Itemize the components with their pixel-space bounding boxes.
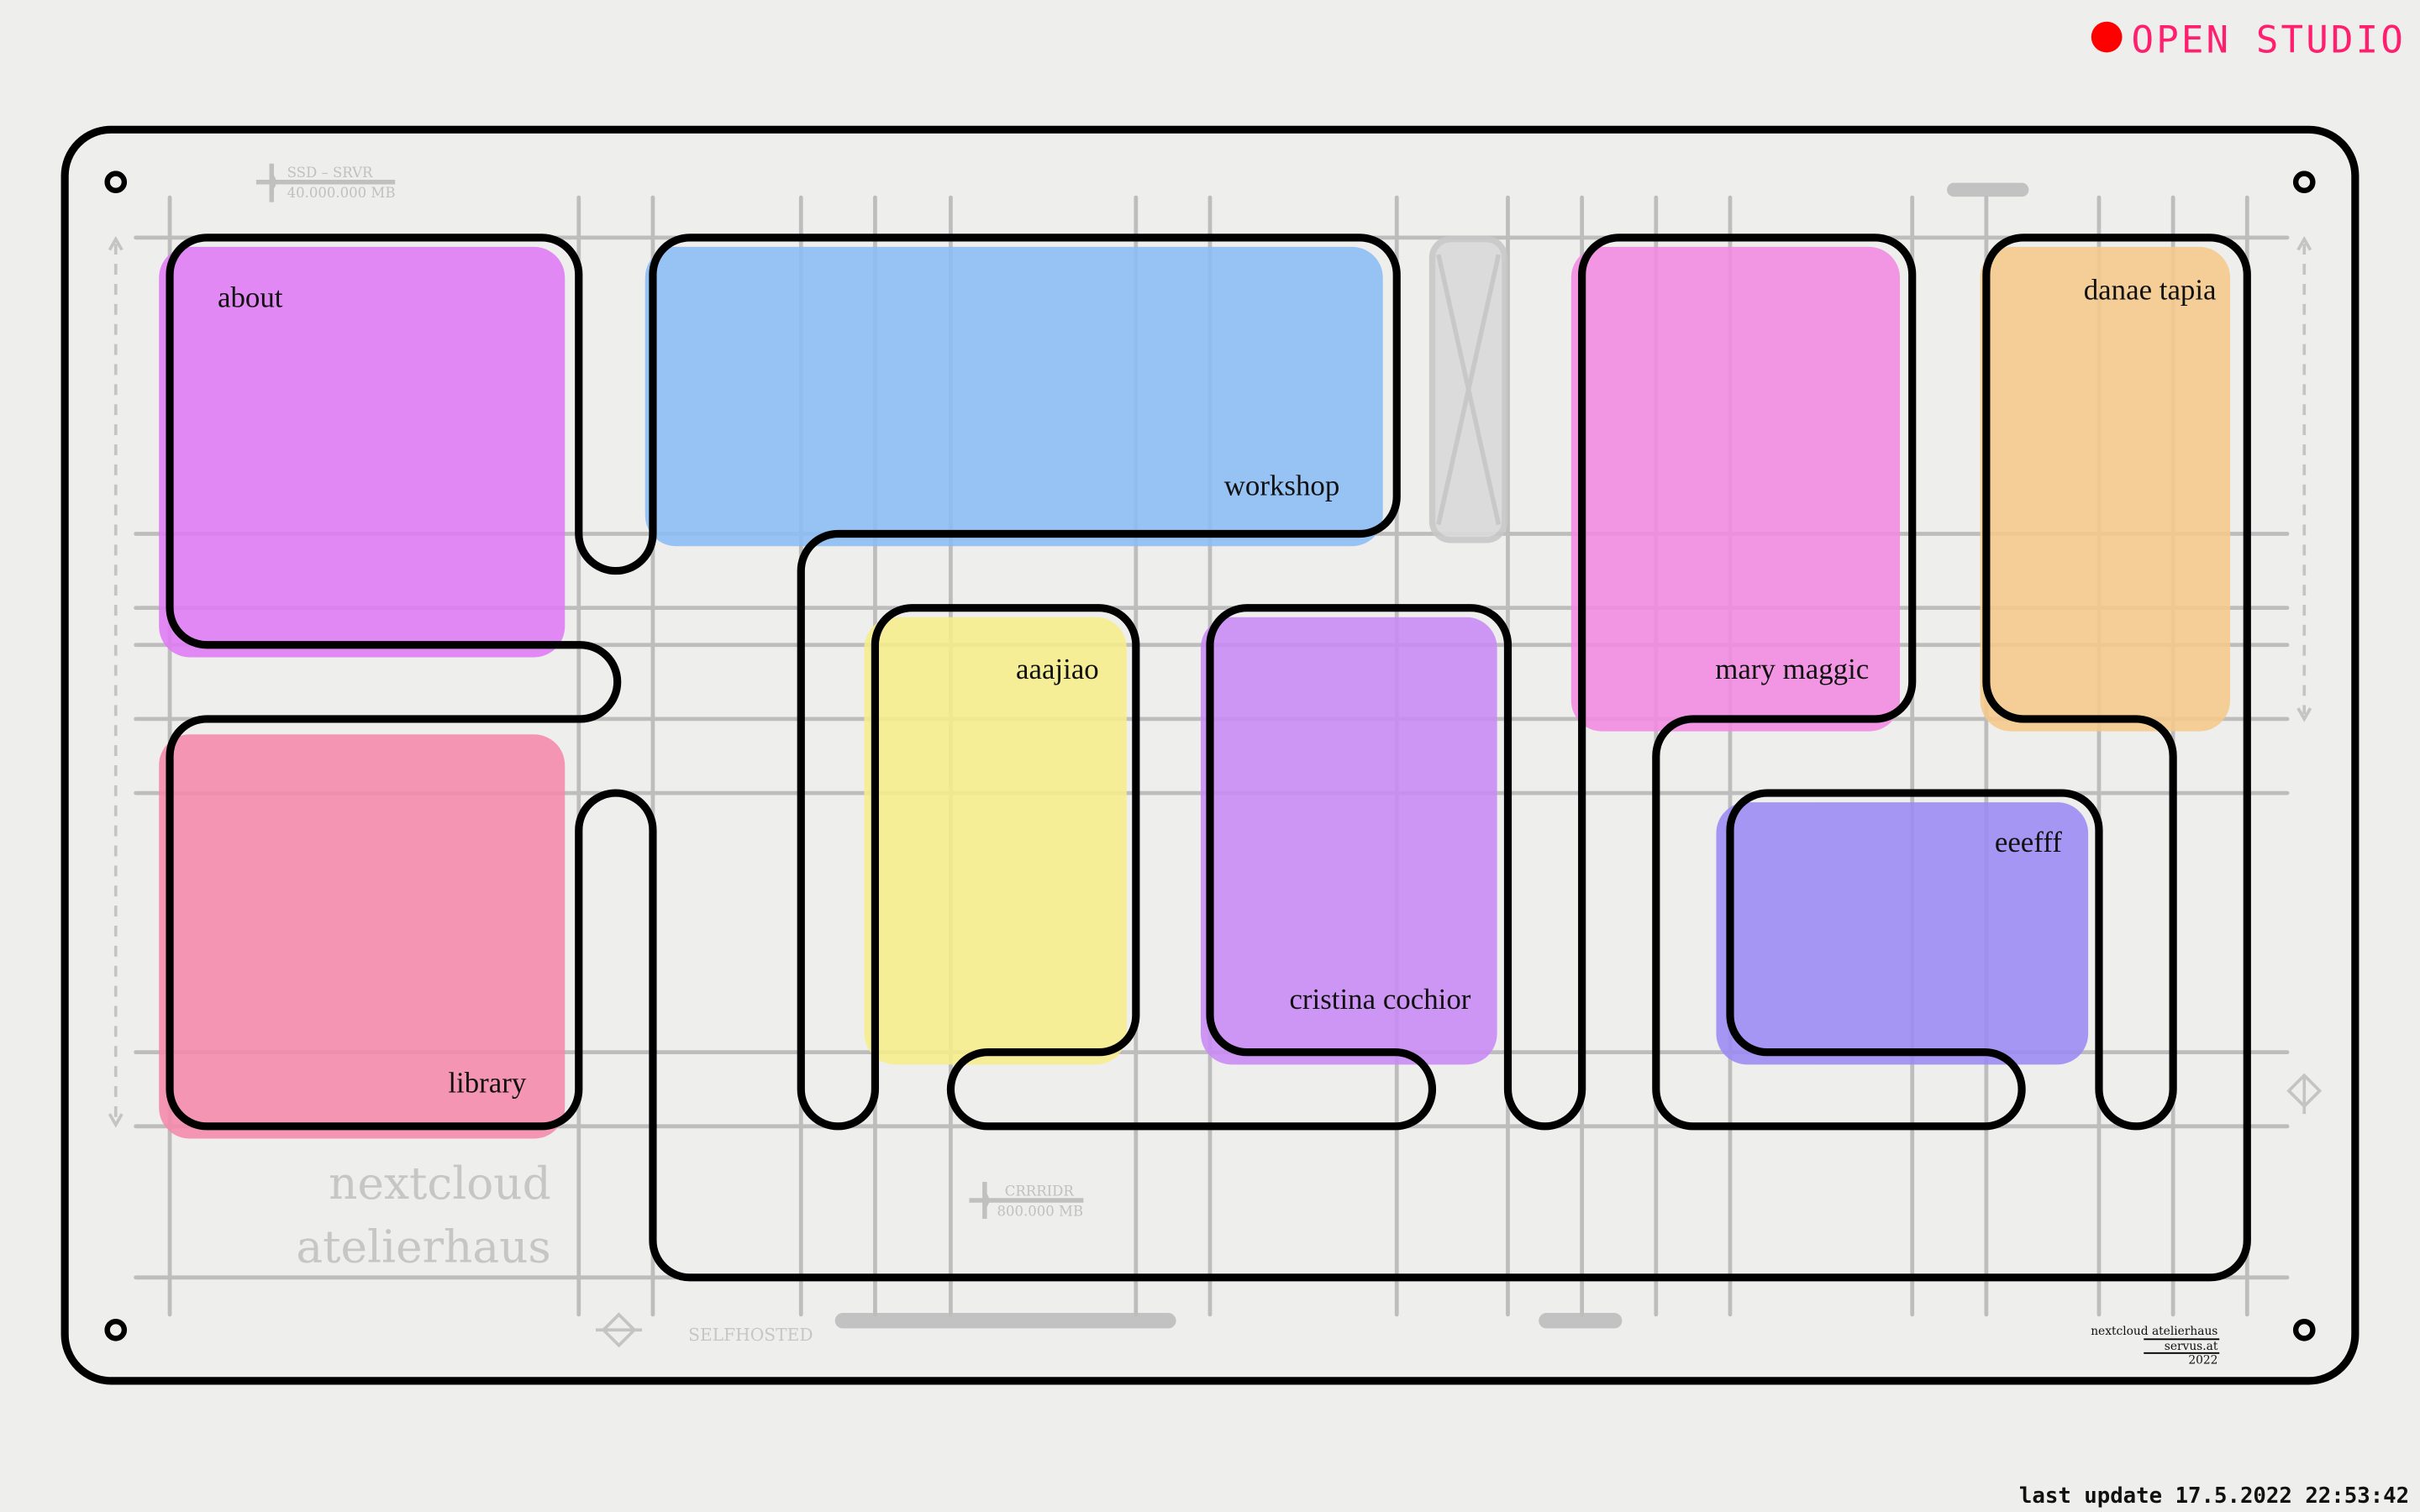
screw-hole-icon [2292,171,2316,194]
target-icon [2286,1073,2323,1115]
room-mary-maggic[interactable] [1570,246,1901,732]
credit-line-3: 2022 [2188,1354,2217,1368]
room-label-eeefff[interactable]: eeefff [1995,826,2062,858]
decor-bars [834,182,2029,1329]
selfhosted-label: SELFHOSTED [688,1325,813,1345]
room-about[interactable] [159,246,566,658]
ssd-title: SSD – SRVR [287,165,373,181]
screw-hole-icon [104,1318,128,1341]
last-update: last update 17.5.2022 22:53:42 [2019,1483,2409,1509]
room-label-mary-maggic[interactable]: mary maggic [1715,653,1869,685]
status-indicator-icon [2091,21,2123,53]
board-frame [60,125,2360,1385]
storage-box [1428,236,1508,543]
screw-holes [104,171,2316,1341]
room-label-about[interactable]: about [218,281,283,314]
room-label-aaajiao[interactable]: aaajiao [1016,653,1099,685]
status-label: OPEN STUDIO [2132,18,2403,61]
room-label-library[interactable]: library [448,1066,527,1099]
room-label-workshop[interactable]: workshop [1224,470,1340,502]
rooms [159,246,2231,1139]
corridor-size: 800.000 MB [997,1203,1084,1219]
credit-line-2[interactable]: servus.at [2165,1340,2218,1353]
room-labels: about workshop library aaajiao cristina … [218,273,2217,1099]
room-library[interactable] [159,734,566,1139]
ssd-marker: SSD – SRVR 40.000.000 MB [255,163,396,202]
corridor-title: CRRRIDR [1005,1183,1075,1199]
target-icon [595,1312,643,1348]
ssd-size: 40.000.000 MB [287,185,396,201]
screw-hole-icon [104,171,128,194]
corridor-marker: CRRRIDR 800.000 MB [969,1181,1084,1219]
corridor-path [166,234,2251,1282]
brand-line-2: atelierhaus [296,1221,550,1273]
credits: nextcloud atelierhaus servus.at 2022 [2091,1325,2220,1368]
room-label-danae-tapia[interactable]: danae tapia [2084,273,2217,306]
room-aaajiao[interactable] [864,617,1127,1065]
dimension-arrows [108,235,2312,1128]
room-label-cristina-cochior[interactable]: cristina cochior [1289,983,1470,1016]
room-danae-tapia[interactable] [1980,246,2231,732]
room-cristina-cochior[interactable] [1200,617,1497,1065]
room-workshop[interactable] [644,246,1383,547]
credit-line-1: nextcloud atelierhaus [2091,1325,2217,1338]
brand-line-1: nextcloud [329,1158,551,1210]
screw-hole-icon [2292,1318,2316,1341]
room-eeefff[interactable] [1716,802,2089,1065]
